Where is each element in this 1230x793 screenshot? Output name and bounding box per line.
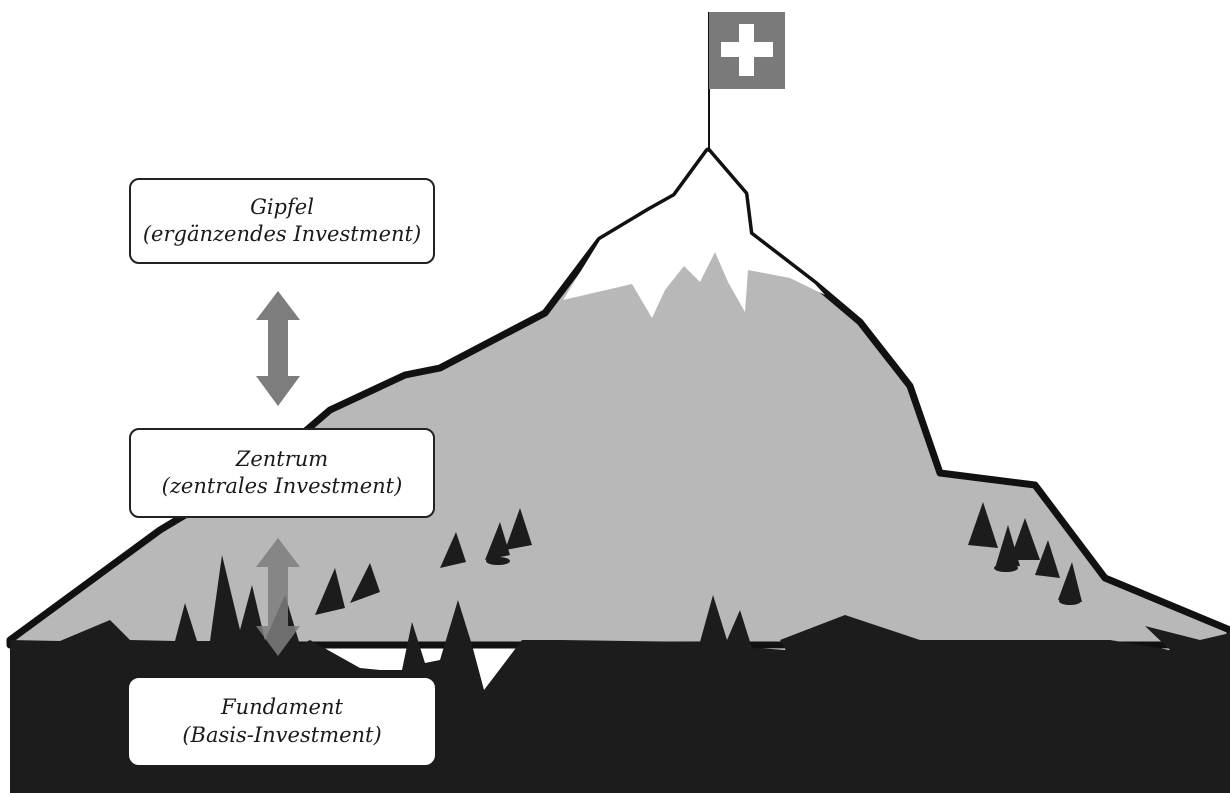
level-subtitle-zentrum: (zentrales Investment) xyxy=(161,474,403,498)
level-title-gipfel: Gipfel xyxy=(250,194,314,219)
level-title-fundament: Fundament xyxy=(221,695,343,720)
snow-cap xyxy=(563,151,825,318)
level-subtitle-gipfel: (ergänzendes Investment) xyxy=(142,222,422,246)
level-box-zentrum: Zentrum (zentrales Investment) xyxy=(129,428,435,518)
level-box-fundament: Fundament (Basis-Investment) xyxy=(129,678,435,765)
swiss-cross-flag-icon xyxy=(708,12,785,152)
level-title-zentrum: Zentrum xyxy=(235,446,329,471)
double-headed-vertical-arrow-icon xyxy=(256,538,300,656)
level-box-gipfel: Gipfel (ergänzendes Investment) xyxy=(129,178,435,264)
forest-trees xyxy=(315,502,1082,615)
double-headed-vertical-arrow-icon xyxy=(256,291,300,406)
level-subtitle-fundament: (Basis-Investment) xyxy=(182,722,382,747)
